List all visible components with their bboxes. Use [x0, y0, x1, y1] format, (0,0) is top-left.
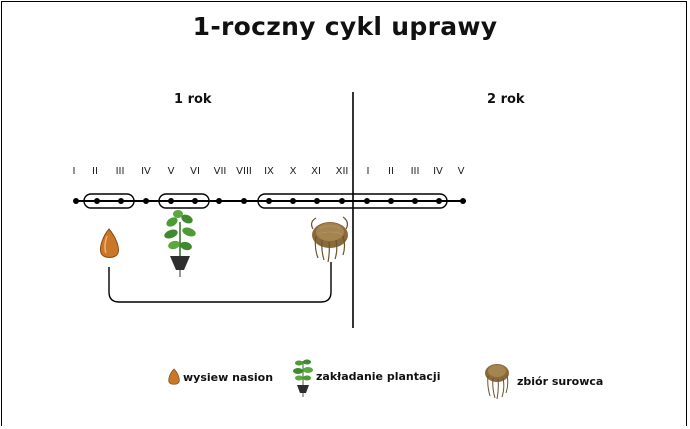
month-dot	[192, 198, 198, 204]
month-dot	[73, 198, 79, 204]
month-dot	[436, 198, 442, 204]
legend-label: zbiór surowca	[517, 375, 603, 388]
month-dot	[290, 198, 296, 204]
month-dot	[314, 198, 320, 204]
legend-item-harvest: zbiór surowca	[483, 362, 603, 400]
legend-item-planting: zakładanie plantacji	[293, 355, 440, 397]
month-dot	[216, 198, 222, 204]
month-dot	[339, 198, 345, 204]
month-dot	[168, 198, 174, 204]
seed-icon	[100, 229, 118, 258]
month-dot	[412, 198, 418, 204]
month-dot	[143, 198, 149, 204]
root-icon	[312, 217, 348, 262]
month-dot	[118, 198, 124, 204]
legend-label: zakładanie plantacji	[316, 370, 440, 383]
seed-icon	[167, 368, 181, 386]
month-dot	[94, 198, 100, 204]
seedling-icon	[293, 355, 313, 397]
legend-item-sowing: wysiew nasion	[167, 368, 273, 386]
month-dot	[266, 198, 272, 204]
month-dot	[364, 198, 370, 204]
month-dot	[241, 198, 247, 204]
cycle-bracket	[109, 262, 331, 302]
root-icon	[483, 362, 511, 400]
seedling-icon	[163, 210, 197, 277]
month-dot	[388, 198, 394, 204]
month-dot	[460, 198, 466, 204]
legend-label: wysiew nasion	[183, 371, 273, 384]
